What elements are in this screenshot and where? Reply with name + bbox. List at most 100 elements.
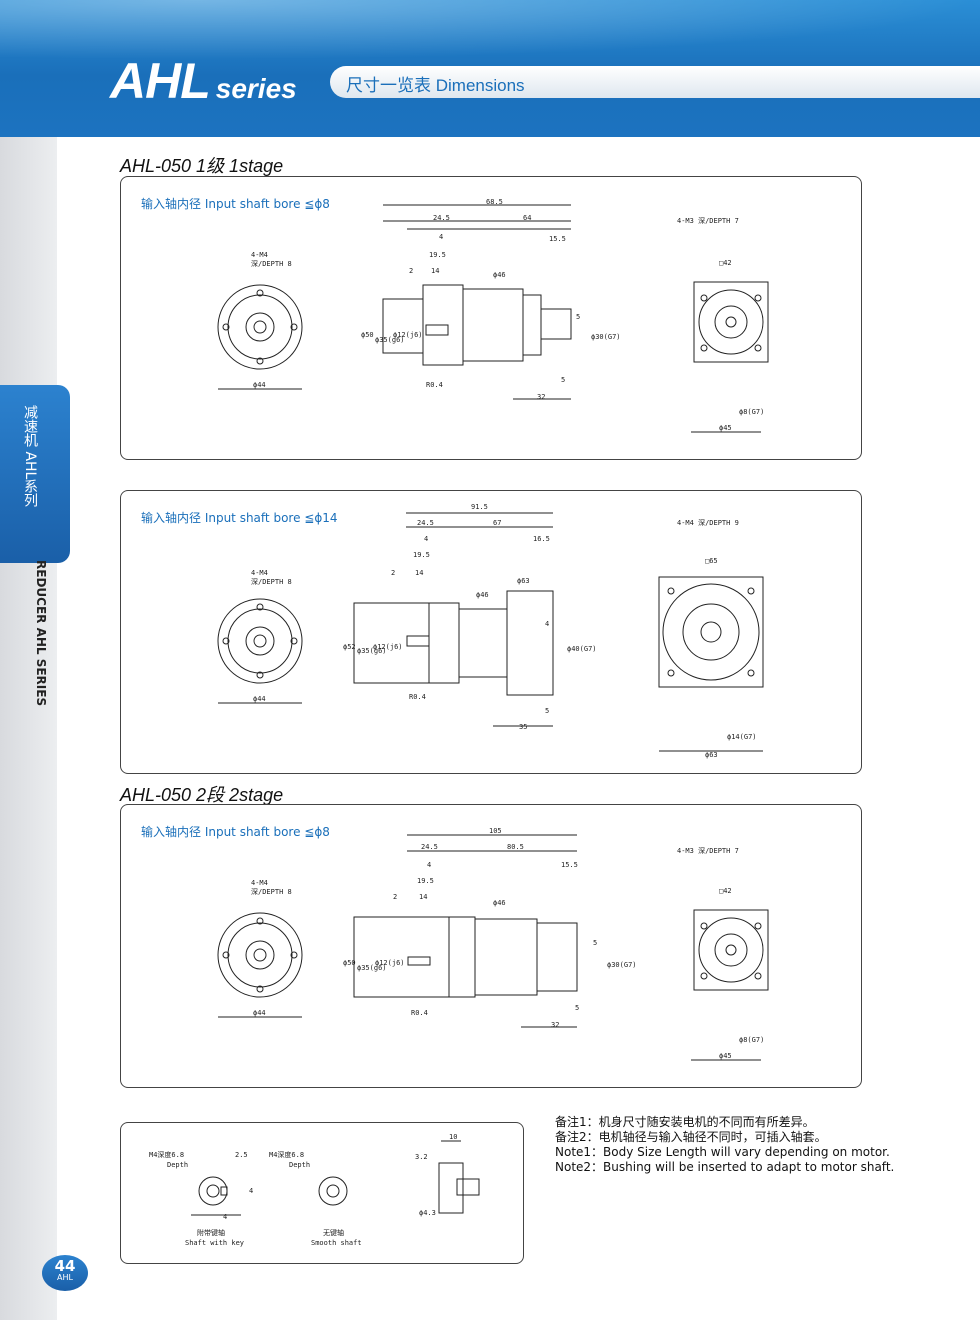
dim-d46: ϕ46 [476, 591, 489, 599]
drawing-svg: 4-M4 深/DEPTH 8 ϕ44 91.5 24.5 67 4 19.5 2… [217, 503, 764, 759]
front-view [217, 912, 303, 1018]
back-dia: ϕ45 [719, 1052, 732, 1060]
key-depth-en: Depth [167, 1161, 188, 1169]
dim-a: 24.5 [417, 519, 434, 527]
page-number-badge: 44 AHL [42, 1255, 88, 1291]
dim-d50: ϕ50 [343, 959, 356, 967]
smooth-shaft-drawing [318, 1176, 348, 1206]
dim-c: 4 [427, 861, 431, 869]
front-view [217, 598, 303, 704]
dim-f: 14 [431, 267, 439, 275]
side-view [353, 512, 554, 727]
drawing-svg: 4-M4 深/DEPTH 8 ϕ44 68.5 24.5 64 4 19.5 2… [217, 198, 769, 433]
dimensions-banner-text: 尺寸一览表 Dimensions [346, 76, 525, 95]
dim-g: 16.5 [533, 535, 550, 543]
dim-d35: ϕ35(g6) [375, 336, 405, 344]
shaft-detail-svg: M4深度6.8 Depth 2.5 4 4 附带键轴 Shaft with ke… [149, 1133, 480, 1247]
front-depth: 深/DEPTH 8 [251, 259, 292, 268]
dim-d46: ϕ46 [493, 899, 506, 907]
note-cn-2: 备注2：电机轴径与输入轴径不同时，可插入轴套。 [555, 1130, 827, 1144]
dim-d35: ϕ35(g6) [357, 964, 387, 972]
back-view [691, 909, 769, 1061]
dim-j: 35 [519, 723, 527, 731]
drawing-panel-3: 输入轴内径 Input shaft bore ≦ϕ8 4-M4 深/DEPTH … [120, 804, 862, 1088]
shaft-with-key-drawing [191, 1176, 241, 1216]
dim-d46: ϕ46 [493, 271, 506, 279]
back-view [691, 281, 769, 433]
dim-j: 32 [551, 1021, 559, 1029]
dim-total: 105 [489, 827, 502, 835]
back-view [658, 576, 764, 752]
key-en: Shaft with key [185, 1239, 244, 1247]
dim-a: 24.5 [433, 214, 450, 222]
side-view [353, 834, 578, 1028]
dim-b: 64 [523, 214, 531, 222]
key-cn: 附带键轴 [197, 1228, 225, 1237]
key-w: 2.5 [235, 1151, 248, 1159]
dimensions-banner: 尺寸一览表 Dimensions [330, 66, 980, 98]
dim-h: 5 [576, 313, 580, 321]
front-holes: 4-M4 [251, 251, 268, 259]
dim-i: 5 [575, 1004, 579, 1012]
dim-r: R0.4 [426, 381, 443, 389]
sidebar-vertical-text: REDUCER AHL SERIES [34, 560, 48, 707]
dim-total: 91.5 [471, 503, 488, 511]
side-a: 10 [449, 1133, 457, 1141]
bore-label: 输入轴内径 Input shaft bore ≦ϕ14 [141, 511, 338, 525]
left-sidebar [0, 137, 57, 1320]
dim-a: 24.5 [421, 843, 438, 851]
key-h: 4 [249, 1187, 253, 1195]
dim-d: 19.5 [413, 551, 430, 559]
dim-d12: ϕ12(j6) [373, 643, 403, 651]
back-bore: ϕ14(G7) [727, 733, 757, 741]
dim-e: 2 [391, 569, 395, 577]
smooth-depth: M4深度6.8 [269, 1150, 304, 1159]
dim-r: R0.4 [411, 1009, 428, 1017]
section-title-1stage: AHL-050 1级 1stage [120, 156, 284, 176]
back-holes: 4-M3 深/DEPTH 7 [677, 846, 739, 855]
smooth-en: Smooth shaft [311, 1239, 362, 1247]
shaft-side-drawing [438, 1140, 480, 1214]
notes: 备注1：机身尺寸随安装电机的不同而有所差异。 备注2：电机轴径与输入轴径不同时，… [555, 1115, 894, 1175]
side-view [382, 204, 572, 400]
dim-h: 5 [593, 939, 597, 947]
front-holes: 4-M4 [251, 879, 268, 887]
dim-d30: ϕ30(G7) [591, 333, 621, 341]
drawing-panel-2: 输入轴内径 Input shaft bore ≦ϕ14 4-M4 深/DEPTH… [120, 490, 862, 774]
back-holes: 4-M4 深/DEPTH 9 [677, 518, 739, 527]
key-l: 4 [223, 1213, 227, 1221]
dim-f: 14 [415, 569, 423, 577]
header-glow [0, 0, 980, 60]
dim-j: 32 [537, 393, 545, 401]
note-cn-1: 备注1：机身尺寸随安装电机的不同而有所差异。 [555, 1115, 815, 1129]
page-tag: AHL [57, 1273, 73, 1282]
dim-e: 2 [409, 267, 413, 275]
back-dia: ϕ45 [719, 424, 732, 432]
dim-d35: ϕ35(g6) [357, 647, 387, 655]
brand-main: AHL [110, 53, 211, 109]
dim-d50: ϕ50 [361, 331, 374, 339]
front-dia: ϕ44 [253, 695, 266, 703]
dim-g: 15.5 [549, 235, 566, 243]
note-en-2: Note2：Bushing will be inserted to adapt … [555, 1160, 895, 1174]
dim-d63: ϕ63 [517, 577, 530, 585]
back-bore: ϕ8(G7) [739, 408, 764, 416]
dim-b: 67 [493, 519, 501, 527]
dim-c: 4 [439, 233, 443, 241]
dim-r: R0.4 [409, 693, 426, 701]
section-title-2stage: AHL-050 2段 2stage [120, 785, 284, 805]
key-depth: M4深度6.8 [149, 1150, 184, 1159]
drawing-svg: 4-M4 深/DEPTH 8 ϕ44 105 24.5 80.5 4 19.5 … [217, 827, 769, 1061]
drawing-panel-1: 输入轴内径 Input shaft bore ≦ϕ8 4-M4 深/DEPTH … [120, 176, 862, 460]
dim-d50: ϕ52 [343, 643, 356, 651]
dim-h: 4 [545, 620, 549, 628]
dim-d30: ϕ40(G7) [567, 645, 597, 653]
dim-d: 19.5 [429, 251, 446, 259]
front-dia: ϕ44 [253, 1009, 266, 1017]
brand-series: series [215, 73, 297, 104]
front-view [217, 284, 303, 390]
back-sq: □42 [719, 887, 732, 895]
page-number: 44 [54, 1257, 76, 1275]
dim-total: 68.5 [486, 198, 503, 206]
